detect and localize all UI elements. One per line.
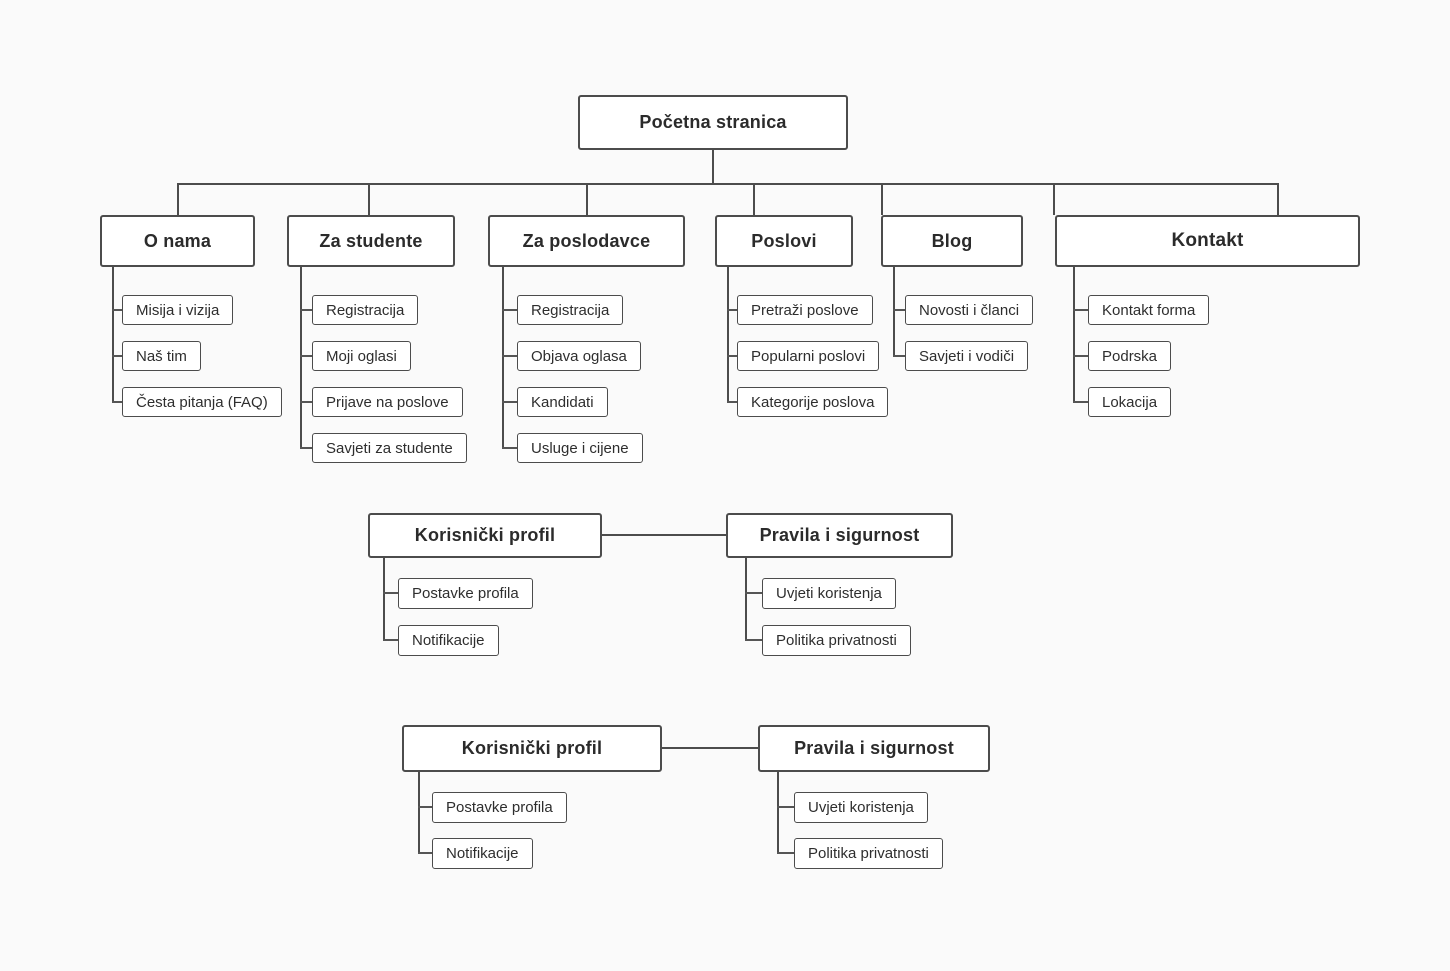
node-kontakt-forma: Kontakt forma [1088, 295, 1210, 325]
node-poslovi: Poslovi [715, 215, 853, 267]
spine-pravila-sigurnost-1 [745, 558, 747, 641]
stub-connector [745, 639, 762, 641]
node-notifikacije-2: Notifikacije [432, 838, 533, 869]
spine-za-poslodavce [502, 267, 504, 448]
node-politika-privatnosti-1: Politika privatnosti [762, 625, 911, 656]
stub-connector [502, 447, 517, 449]
node-kontakt: Kontakt [1055, 215, 1360, 267]
stub-connector [893, 309, 905, 311]
stub-connector [1073, 309, 1088, 311]
node-novosti-i-clanci: Novosti i članci [905, 295, 1034, 325]
node-za-poslodavce: Za poslodavce [488, 215, 685, 267]
node-lokacija: Lokacija [1088, 387, 1172, 417]
node-savjeti-i-vodici: Savjeti i vodiči [905, 341, 1029, 371]
node-pretrazi-poslove: Pretraži poslove [737, 295, 873, 325]
connector-drop-za-studente [368, 183, 370, 215]
stub-connector [418, 852, 432, 854]
node-student-registracija: Registracija [312, 295, 419, 325]
node-moji-oglasi: Moji oglasi [312, 341, 411, 371]
stub-connector [300, 401, 312, 403]
node-za-studente: Za studente [287, 215, 455, 267]
node-usluge-i-cijene: Usluge i cijene [517, 433, 643, 463]
stub-connector [418, 806, 432, 808]
stub-connector [502, 401, 517, 403]
stub-connector [1073, 401, 1088, 403]
node-korisnicki-profil-1: Korisnički profil [368, 513, 602, 558]
stub-connector [745, 592, 762, 594]
connector-drop-poslovi [753, 183, 755, 215]
node-postavke-profila-2: Postavke profila [432, 792, 567, 823]
node-politika-privatnosti-2: Politika privatnosti [794, 838, 943, 869]
node-pocetna-stranica: Početna stranica [578, 95, 848, 150]
connector-trunk [177, 183, 1279, 185]
stub-connector [777, 852, 794, 854]
node-uvjeti-koristenja-1: Uvjeti koristenja [762, 578, 896, 609]
node-blog: Blog [881, 215, 1023, 267]
stub-connector [727, 355, 737, 357]
spine-blog [893, 267, 895, 356]
stub-connector [112, 309, 122, 311]
node-prijave-na-poslove: Prijave na poslove [312, 387, 463, 417]
node-misija-i-vizija: Misija i vizija [122, 295, 234, 325]
spine-kontakt [1073, 267, 1075, 402]
spine-korisnicki-profil-1 [383, 558, 385, 641]
stub-connector [112, 355, 122, 357]
stub-connector [777, 806, 794, 808]
connector-profil-pravila-2 [662, 747, 758, 749]
stub-connector [727, 401, 737, 403]
spine-za-studente [300, 267, 302, 448]
stub-connector [502, 309, 517, 311]
stub-connector [727, 309, 737, 311]
spine-o-nama [112, 267, 114, 402]
node-kategorije-poslova: Kategorije poslova [737, 387, 889, 417]
spine-pravila-sigurnost-2 [777, 772, 779, 854]
stub-connector [300, 355, 312, 357]
connector-drop-blog [881, 183, 883, 215]
node-cesta-pitanja-faq: Česta pitanja (FAQ) [122, 387, 282, 417]
stub-connector [893, 355, 905, 357]
node-poslodavac-registracija: Registracija [517, 295, 624, 325]
connector-drop-kontakt-right [1277, 183, 1279, 215]
spine-poslovi [727, 267, 729, 402]
stub-connector [1073, 355, 1088, 357]
stub-connector [383, 639, 398, 641]
connector-profil-pravila-1 [602, 534, 726, 536]
stub-connector [112, 401, 122, 403]
connector-root-stem [712, 150, 714, 184]
connector-drop-o-nama [177, 183, 179, 215]
node-postavke-profila-1: Postavke profila [398, 578, 533, 609]
node-notifikacije-1: Notifikacije [398, 625, 499, 656]
stub-connector [502, 355, 517, 357]
connector-drop-kontakt-left [1053, 183, 1055, 215]
node-kandidati: Kandidati [517, 387, 608, 417]
node-popularni-poslovi: Popularni poslovi [737, 341, 880, 371]
node-savjeti-za-studente: Savjeti za studente [312, 433, 467, 463]
node-uvjeti-koristenja-2: Uvjeti koristenja [794, 792, 928, 823]
node-o-nama: O nama [100, 215, 255, 267]
stub-connector [300, 447, 312, 449]
stub-connector [300, 309, 312, 311]
node-objava-oglasa: Objava oglasa [517, 341, 641, 371]
connector-drop-za-poslodavce [586, 183, 588, 215]
node-pravila-i-sigurnost-1: Pravila i sigurnost [726, 513, 953, 558]
node-podrska: Podrska [1088, 341, 1172, 371]
node-pravila-i-sigurnost-2: Pravila i sigurnost [758, 725, 990, 772]
node-korisnicki-profil-2: Korisnički profil [402, 725, 662, 772]
spine-korisnicki-profil-2 [418, 772, 420, 854]
node-nas-tim: Naš tim [122, 341, 201, 371]
stub-connector [383, 592, 398, 594]
